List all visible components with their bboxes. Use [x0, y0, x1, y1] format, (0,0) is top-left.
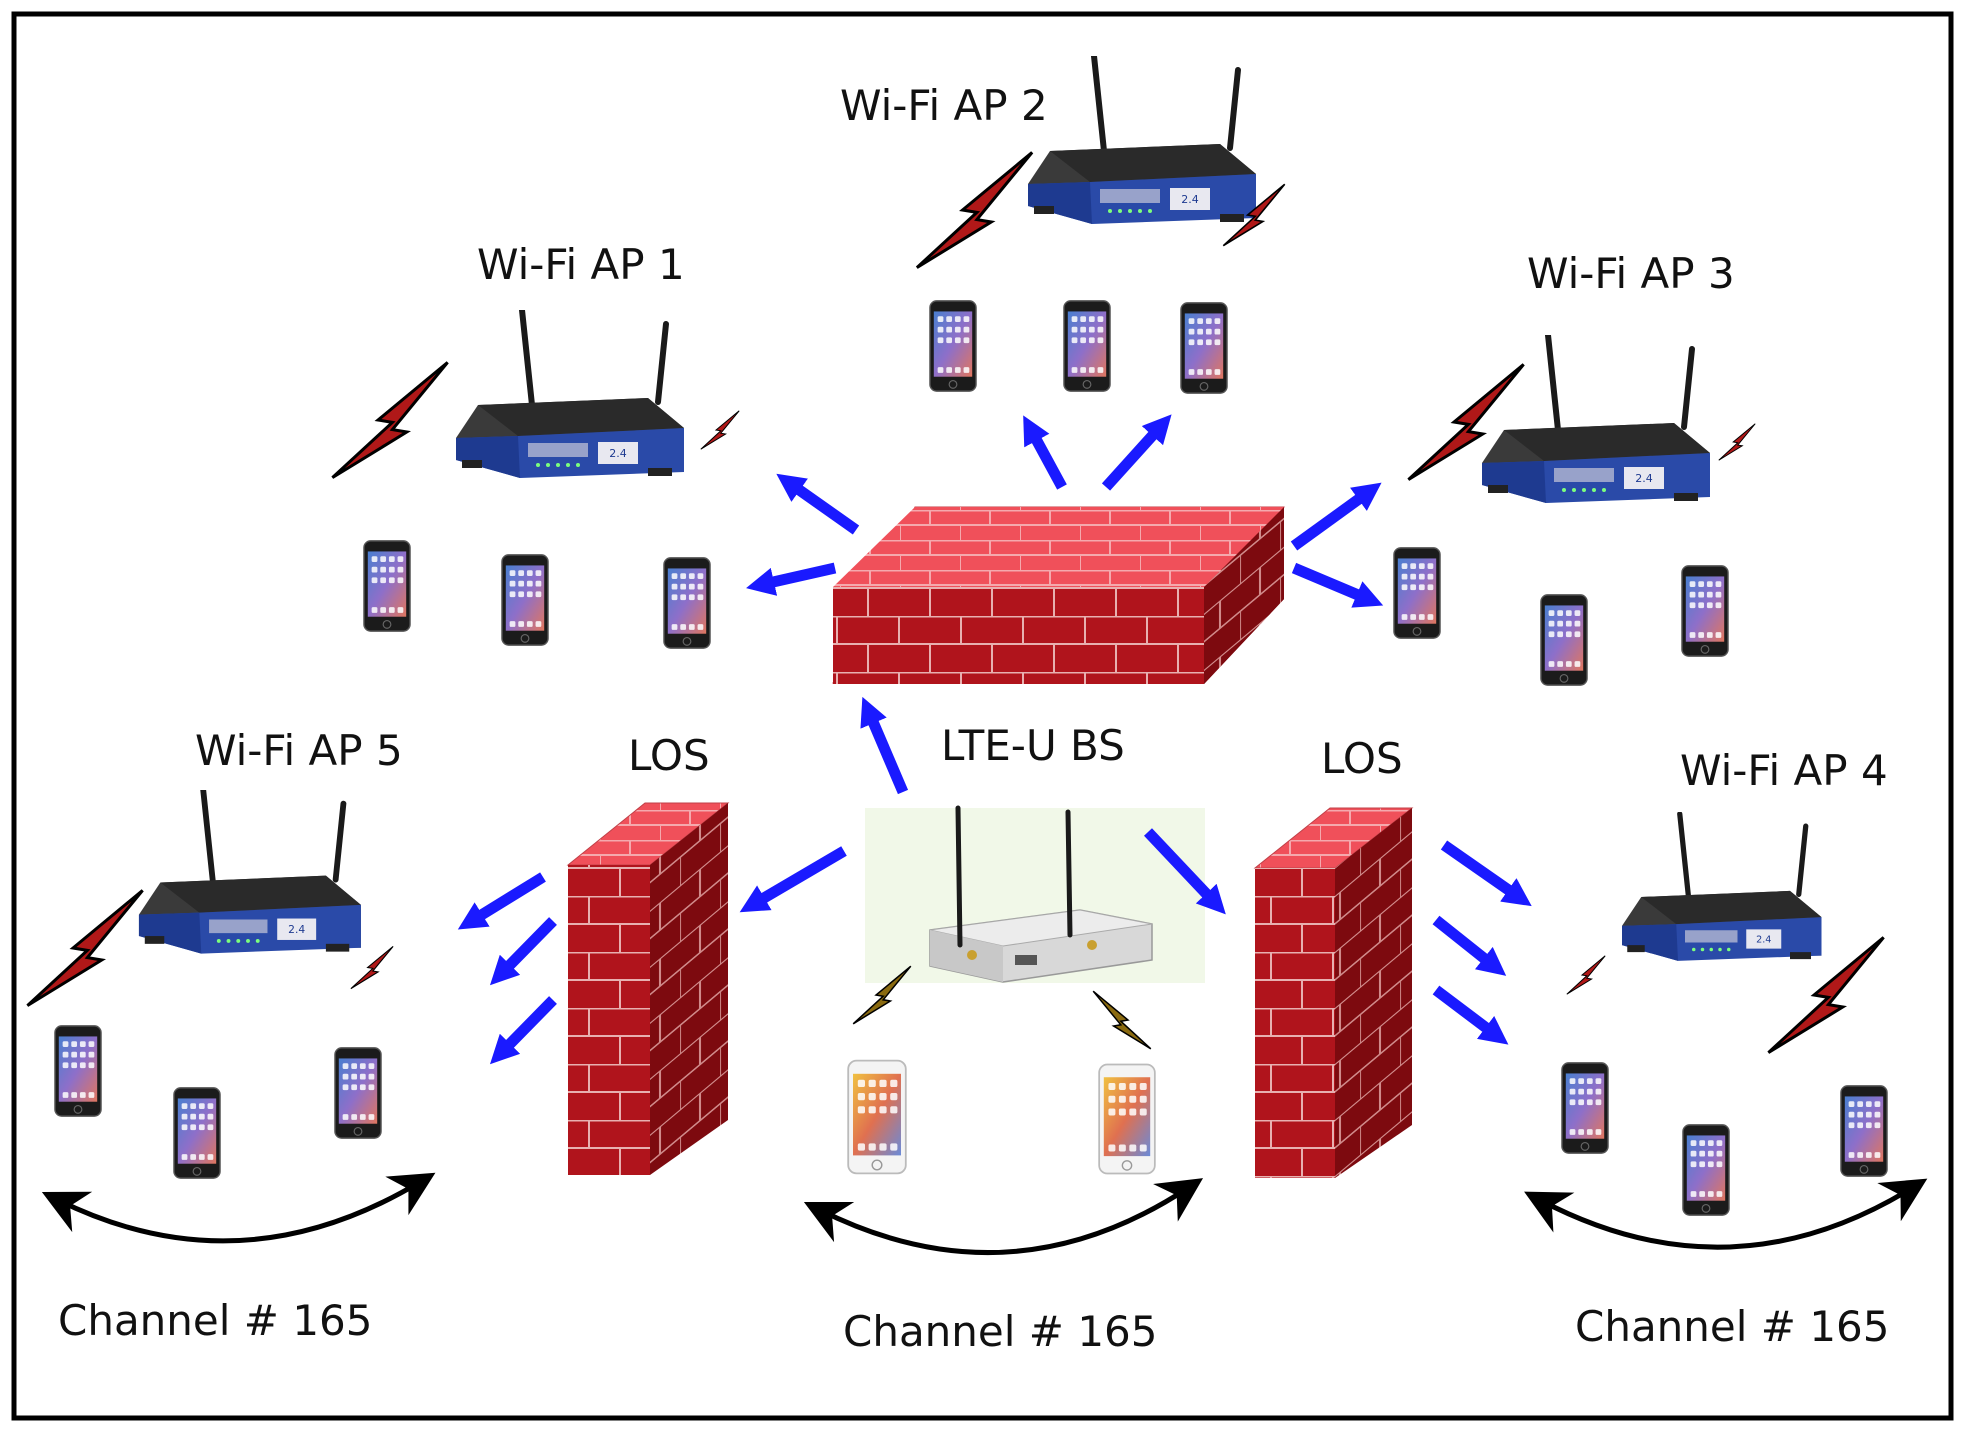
phone-icon: [1180, 302, 1228, 394]
phone-icon: [334, 1047, 382, 1139]
channel-arrow-left: [41, 1172, 436, 1244]
arrow-to-ap3-upper: [1290, 482, 1382, 551]
phone-icon: [1540, 594, 1588, 686]
label-lte-u-bs: LTE-U BS: [941, 721, 1125, 770]
channel-arrows: [41, 1172, 1928, 1255]
label-channel-right: Channel # 165: [1575, 1302, 1890, 1351]
label-channel-center: Channel # 165: [843, 1307, 1158, 1356]
label-channel-left: Channel # 165: [58, 1296, 373, 1345]
arrow-to-ap1-upper: [776, 473, 860, 535]
arrow-bs-to-firewall: [860, 696, 909, 795]
phone-icon: [363, 540, 411, 632]
los-wall-left: [566, 802, 730, 1175]
phone-icon: [1561, 1062, 1609, 1154]
firewall-top: [832, 506, 1285, 684]
phone-icon: [54, 1025, 102, 1117]
phone-icon: [173, 1087, 221, 1179]
label-wifi-ap3: Wi-Fi AP 3: [1527, 249, 1735, 298]
arrow-left-2: [489, 917, 557, 986]
arrow-bs-to-left-wall: [739, 846, 847, 913]
phone-icon: [1681, 565, 1729, 657]
devices-ap2: [929, 300, 1228, 394]
label-los-right: LOS: [1321, 734, 1403, 783]
label-wifi-ap5: Wi-Fi AP 5: [195, 726, 403, 775]
channel-arrow-right: [1524, 1178, 1928, 1250]
arrow-to-ap2-left: [1023, 415, 1067, 490]
phone-icon-white: [847, 1059, 907, 1175]
phone-icon: [1682, 1124, 1730, 1216]
label-wifi-ap2: Wi-Fi AP 2: [840, 81, 1048, 130]
phone-icon: [1393, 547, 1441, 639]
channel-arrow-center: [803, 1178, 1204, 1255]
interference-arrows: [457, 414, 1532, 1065]
label-los-left: LOS: [628, 731, 710, 780]
phone-icon: [929, 300, 977, 392]
arrow-right-1: [1440, 840, 1532, 907]
arrow-left-3: [489, 996, 557, 1065]
arrow-to-ap3-lower: [1291, 562, 1384, 608]
phone-icon-white: [1098, 1063, 1156, 1175]
arrow-right-3: [1432, 985, 1509, 1045]
arrow-left-1: [457, 872, 546, 930]
arrow-bs-to-right-wall: [1144, 828, 1226, 915]
phone-icon: [501, 554, 549, 646]
los-wall-right: [1253, 807, 1414, 1178]
label-wifi-ap4: Wi-Fi AP 4: [1680, 746, 1888, 795]
phone-icon: [1063, 300, 1111, 392]
label-wifi-ap1: Wi-Fi AP 1: [477, 240, 685, 289]
phone-icon: [1840, 1085, 1888, 1177]
arrow-right-2: [1432, 915, 1507, 976]
phone-icon: [663, 557, 711, 649]
arrow-to-ap1-lower: [746, 562, 837, 596]
arrow-to-ap2-right: [1101, 414, 1172, 491]
